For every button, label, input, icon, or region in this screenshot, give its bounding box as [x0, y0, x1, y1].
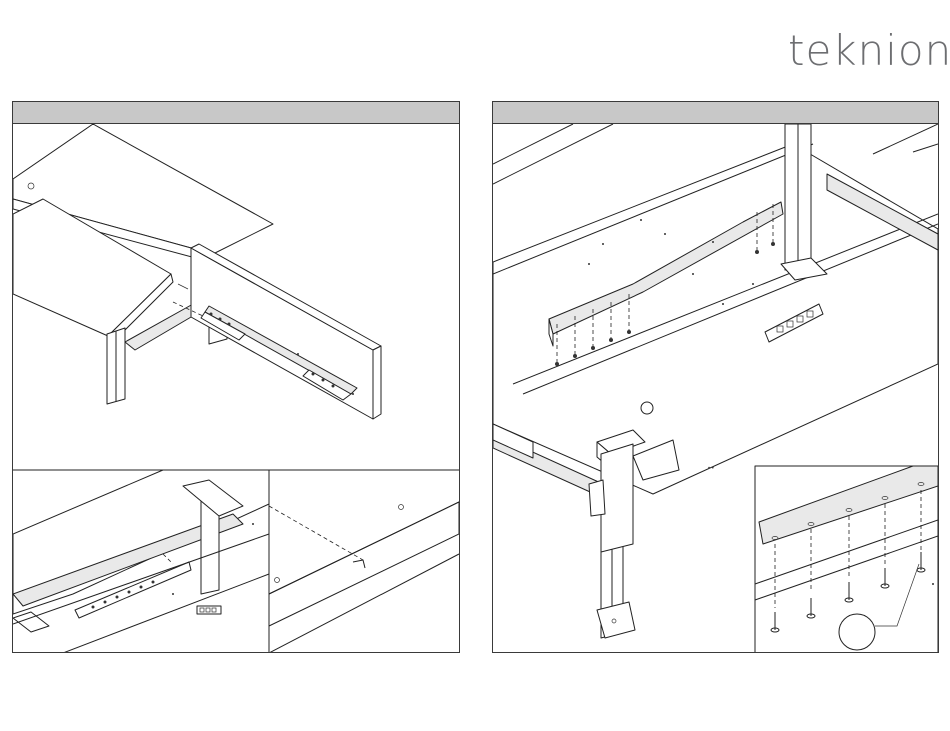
left-instruction-panel — [12, 101, 460, 653]
right-panel-header — [493, 102, 938, 124]
left-panel-body — [13, 124, 459, 652]
callout-circle — [839, 614, 875, 650]
detail-desk-edge — [269, 502, 459, 652]
svg-text:• •: • • — [708, 466, 714, 472]
desk-tops-and-screen — [13, 124, 381, 419]
left-panel-header — [13, 102, 459, 124]
left-assembly-illustration — [13, 124, 459, 652]
teknion-logo: teknion — [788, 28, 944, 74]
detail-under-desk — [13, 470, 269, 652]
right-instruction-panel: • • — [492, 101, 939, 653]
right-assembly-illustration: • • — [493, 124, 938, 652]
right-panel-body: • • — [493, 124, 938, 652]
inset-screw-detail — [755, 466, 938, 652]
